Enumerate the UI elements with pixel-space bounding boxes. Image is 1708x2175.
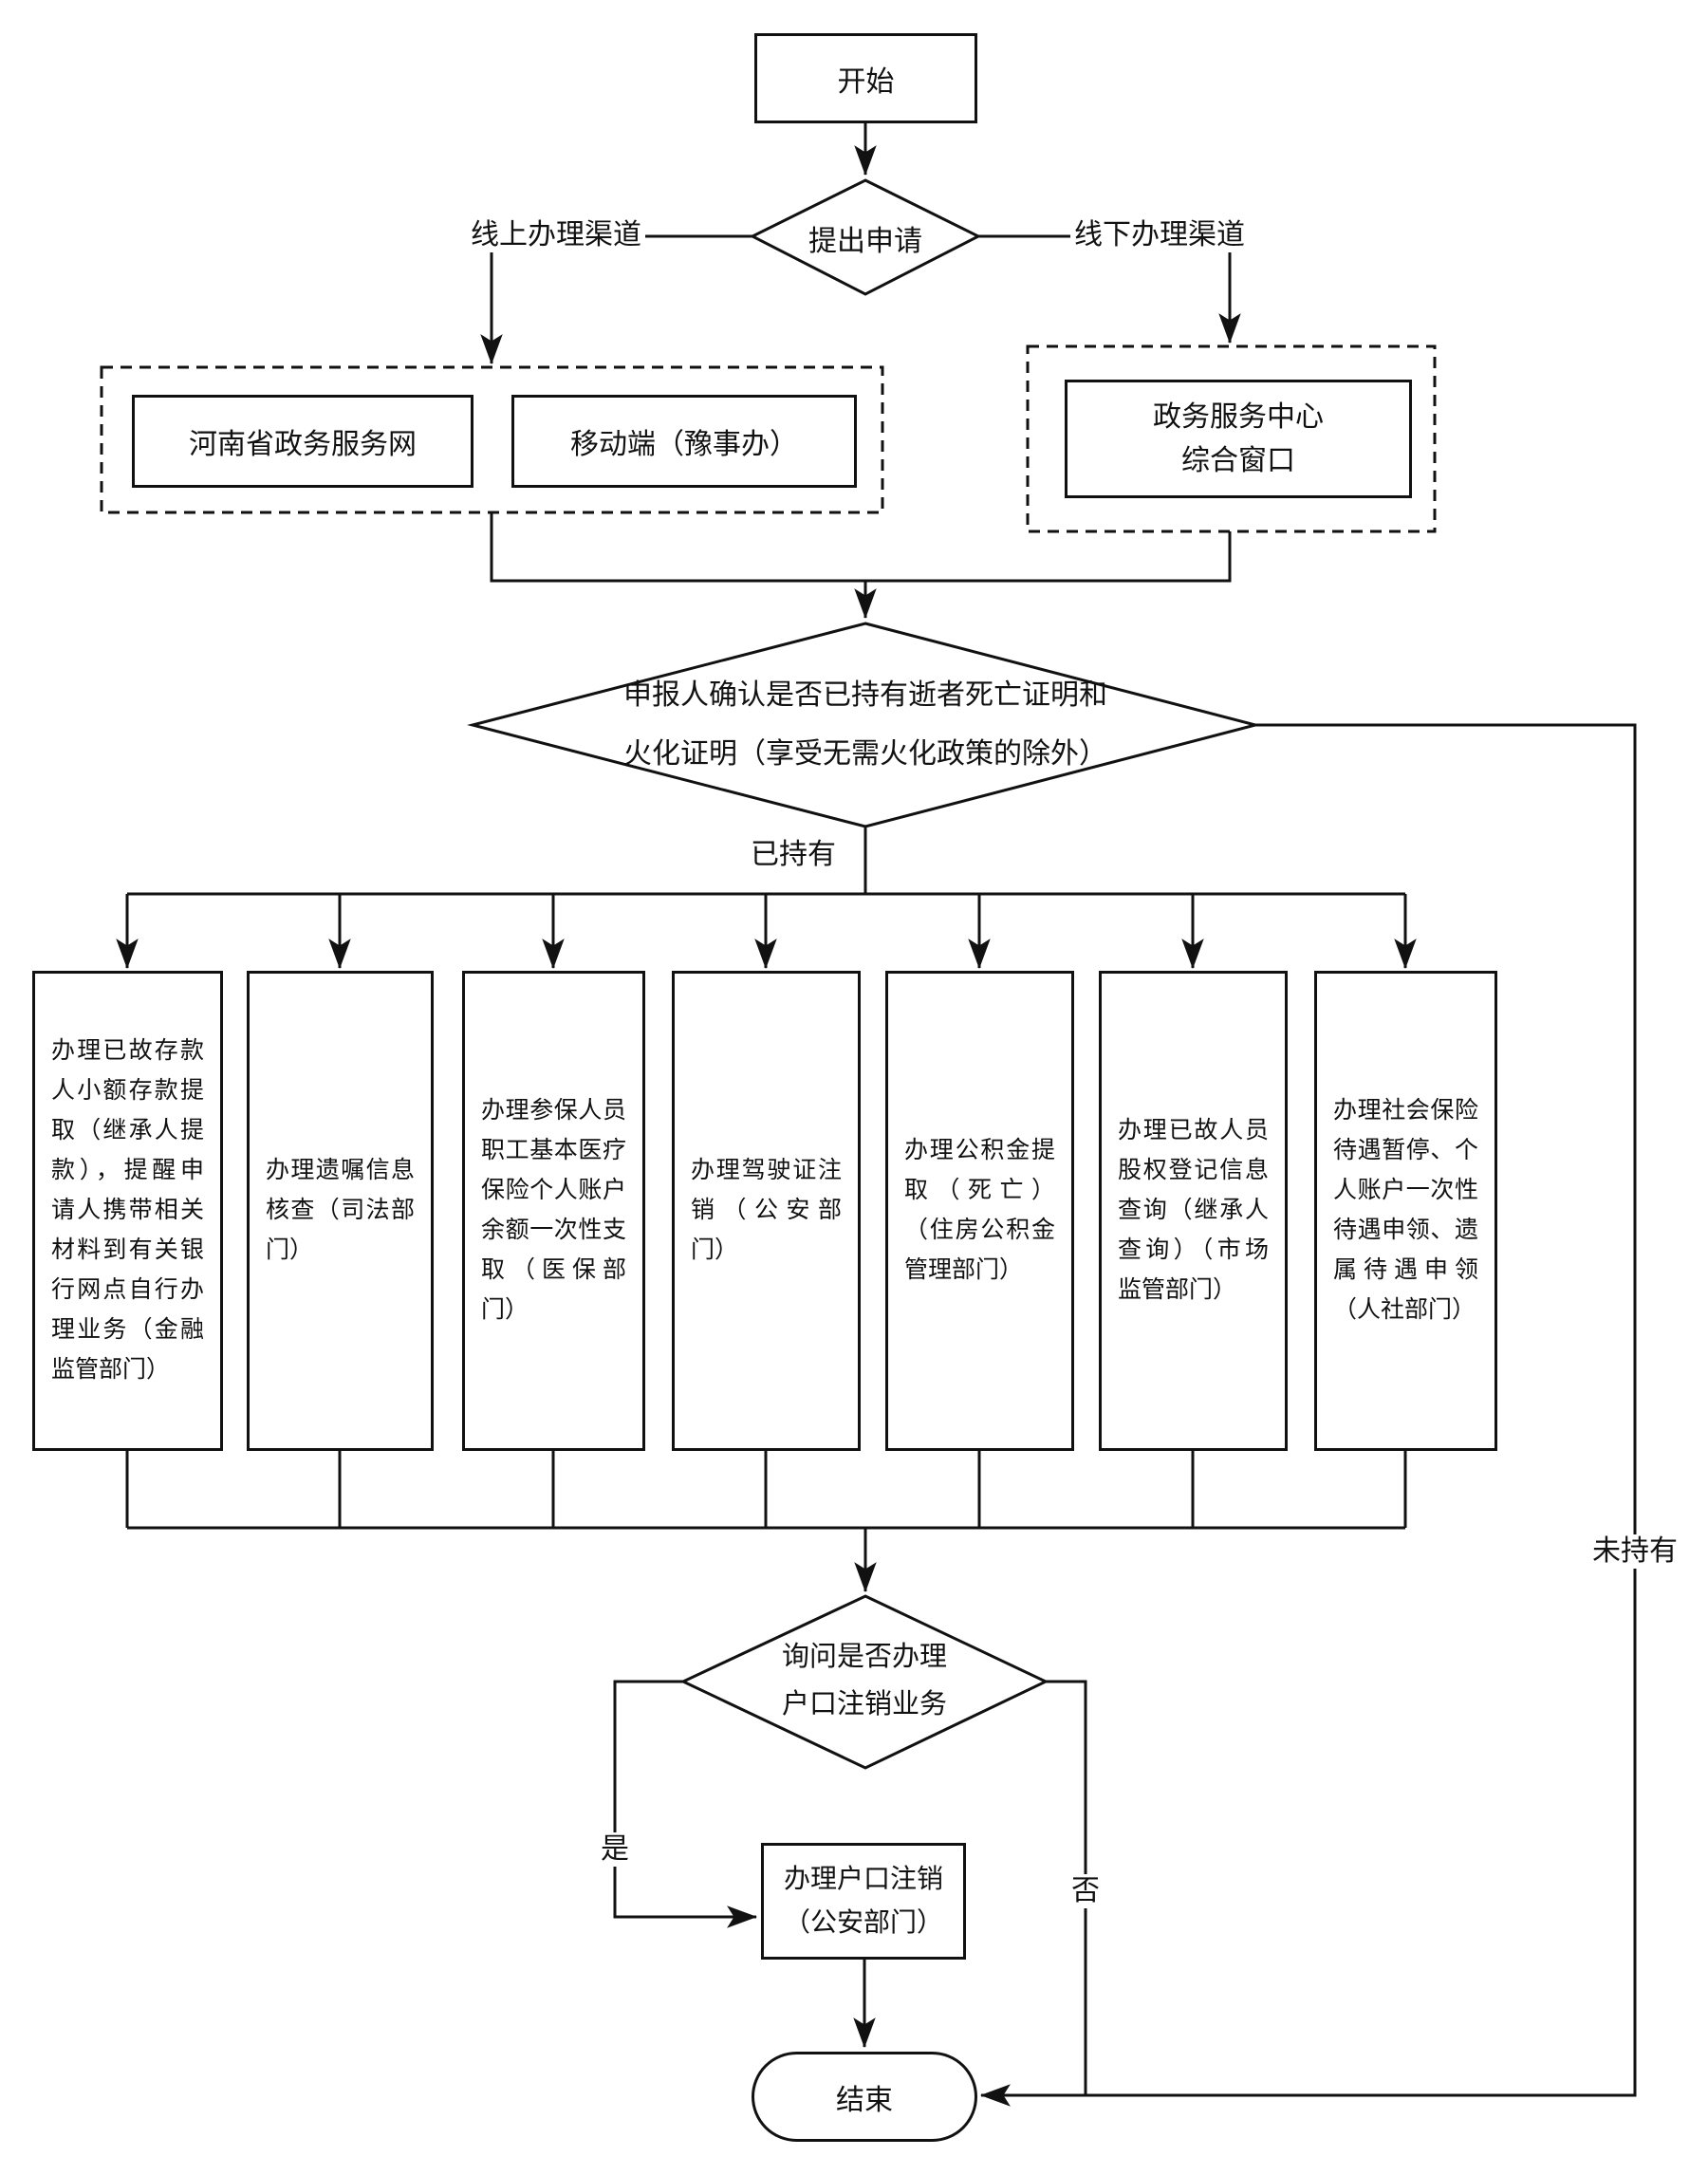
apply-diamond-shape [749, 178, 982, 296]
no-certificates-label: 未持有 [1588, 1534, 1681, 1569]
service-label: 办理驾驶证注销（公安部门） [691, 1158, 842, 1263]
service-label: 办理社会保险待遇暂停、个人账户一次性待遇申领、遗属待遇申领（人社部门） [1333, 1098, 1478, 1323]
hukou-cancel-label: 办理户口注销 （公安部门） [783, 1864, 943, 1938]
start-node: 开始 [754, 33, 977, 123]
end-label: 结束 [836, 2084, 893, 2116]
service-box-equity-query: 办理已故人员股权登记信息查询（继承人查询）（市场监管部门） [1099, 971, 1288, 1451]
ask-hukou-diamond-shape [679, 1594, 1049, 1770]
has-certificates-label: 已持有 [747, 838, 840, 872]
mobile-app-box: 移动端（豫事办） [511, 395, 857, 488]
service-box-medical-insurance: 办理参保人员职工基本医疗保险个人账户余额一次性支取（医保部门） [462, 971, 645, 1451]
start-label: 开始 [837, 65, 895, 98]
connector-online-merge [490, 512, 865, 583]
connector-no-certificates [979, 723, 1637, 2107]
service-box-social-insurance: 办理社会保险待遇暂停、个人账户一次性待遇申领、遗属待遇申领（人社部门） [1314, 971, 1497, 1451]
connector-online-branch [480, 234, 752, 365]
online-portal-label: 河南省政务服务网 [189, 429, 417, 460]
ask-hukou-label: 询问是否办理 户口注销业务 [781, 1642, 948, 1720]
service-label: 办理公积金提取（死亡）（住房公积金管理部门） [904, 1138, 1055, 1283]
end-node: 结束 [752, 2052, 977, 2142]
service-box-drivers-license: 办理驾驶证注销（公安部门） [672, 971, 861, 1451]
service-label: 办理已故人员股权登记信息查询（继承人查询）（市场监管部门） [1118, 1118, 1269, 1303]
offline-channel-label: 线下办理渠道 [1070, 218, 1249, 252]
connector-no [1046, 1680, 1087, 2095]
no-label: 否 [1068, 1874, 1104, 1908]
certificate-check-label: 申报人确认是否已持有逝者死亡证明和 火化证明（享受无需火化政策的除外） [623, 679, 1107, 770]
service-box-will-check: 办理遗嘱信息核查（司法部门） [247, 971, 434, 1451]
offline-channel-group-border [1026, 344, 1437, 533]
apply-diamond-label: 提出申请 [808, 226, 922, 257]
hukou-cancel-box: 办理户口注销 （公安部门） [761, 1843, 966, 1960]
service-label: 办理遗嘱信息核查（司法部门） [266, 1158, 415, 1263]
mobile-app-label: 移动端（豫事办） [570, 429, 798, 460]
service-box-deposit-withdrawal: 办理已故存款人小额存款提取（继承人提款），提醒申请人携带相关材料到有关银行网点自… [32, 971, 223, 1451]
online-portal-box: 河南省政务服务网 [132, 395, 473, 488]
connector-offline-merge [865, 531, 1232, 583]
service-label: 办理已故存款人小额存款提取（继承人提款），提醒申请人携带相关材料到有关银行网点自… [51, 1038, 204, 1383]
service-label: 办理参保人员职工基本医疗保险个人账户余额一次性支取（医保部门） [481, 1098, 626, 1323]
service-center-label: 政务服务中心 综合窗口 [1153, 400, 1324, 476]
online-channel-label: 线上办理渠道 [467, 218, 645, 252]
service-box-housing-fund: 办理公积金提取（死亡）（住房公积金管理部门） [885, 971, 1074, 1451]
yes-label: 是 [597, 1832, 633, 1867]
connector-yes [613, 1680, 758, 1928]
service-center-box: 政务服务中心 综合窗口 [1065, 380, 1412, 498]
